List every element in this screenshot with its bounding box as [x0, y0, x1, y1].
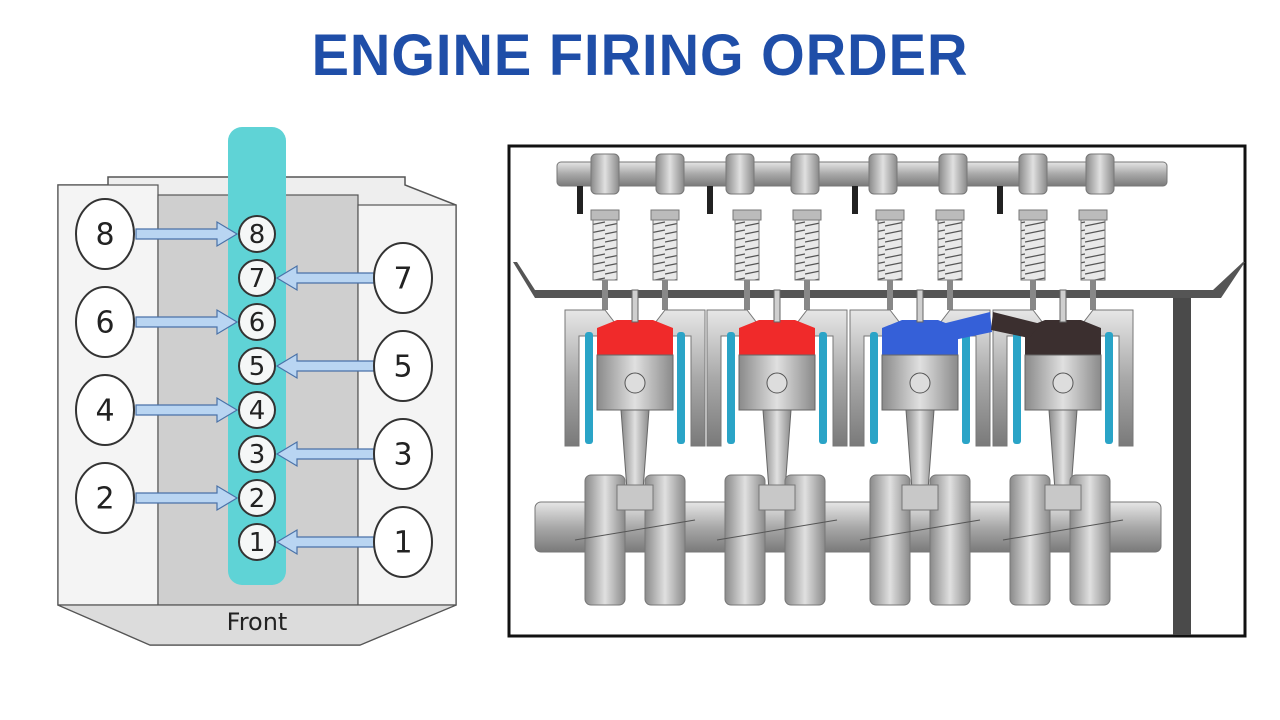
right-bank-label: 5 — [393, 350, 412, 385]
left-bank-label: 6 — [95, 306, 114, 341]
arrow-right-icon — [135, 484, 239, 512]
center-cylinder-label: 3 — [249, 440, 266, 470]
left-bank-group: 8 6 4 2 — [75, 198, 239, 534]
right-bank-label: 3 — [393, 438, 412, 473]
page-title: ENGINE FIRING ORDER — [311, 21, 969, 88]
right-bank-group: 7 5 3 1 — [275, 242, 433, 578]
left-bank-cylinder-8: 8 — [75, 198, 239, 270]
right-bank-cylinder-3: 3 — [275, 418, 433, 490]
piston-icon — [564, 209, 706, 491]
valve-spring-icon — [732, 209, 762, 310]
center-cylinder-label: 4 — [249, 396, 266, 426]
piston-icon — [849, 209, 992, 491]
arrow-right-icon — [135, 396, 239, 424]
arrow-left-icon — [275, 440, 379, 468]
front-label: Front — [227, 608, 288, 636]
arrow-left-icon — [275, 528, 379, 556]
valve-spring-icon — [590, 209, 620, 310]
center-cylinder-7: 7 — [238, 259, 276, 297]
support-post — [1173, 290, 1191, 635]
left-bank-label: 2 — [95, 482, 114, 517]
valve-spring-icon — [650, 209, 680, 310]
piston-icon — [991, 209, 1134, 491]
valve-spring-icon — [935, 209, 965, 310]
center-cylinder-label: 8 — [249, 220, 266, 250]
center-cylinder-3: 3 — [238, 435, 276, 473]
cylinder-layout-diagram: Front 8 7 6 5 4 3 2 1 8 6 4 2 7 5 3 1 — [57, 127, 457, 646]
center-cylinder-group: 8 7 6 5 4 3 2 1 — [238, 215, 276, 561]
piston-icon — [706, 209, 848, 491]
right-bank-label: 7 — [393, 262, 412, 297]
engine-cutaway-illustration — [507, 144, 1247, 638]
block-front-base — [57, 604, 457, 646]
center-cylinder-label: 2 — [249, 484, 266, 514]
right-bank-cylinder-5: 5 — [275, 330, 433, 402]
center-cylinder-4: 4 — [238, 391, 276, 429]
right-bank-cylinder-1: 1 — [275, 506, 433, 578]
valve-spring-icon — [1018, 209, 1048, 310]
arrow-left-icon — [275, 352, 379, 380]
valve-spring-icon — [875, 209, 905, 310]
arrow-right-icon — [135, 308, 239, 336]
center-cylinder-1: 1 — [238, 523, 276, 561]
center-cylinder-5: 5 — [238, 347, 276, 385]
crankshaft-icon — [534, 474, 1162, 606]
left-bank-cylinder-2: 2 — [75, 462, 239, 534]
valve-spring-icon — [792, 209, 822, 310]
center-cylinder-label: 1 — [249, 528, 266, 558]
center-cylinder-label: 6 — [249, 308, 266, 338]
left-bank-cylinder-4: 4 — [75, 374, 239, 446]
arrow-left-icon — [275, 264, 379, 292]
left-bank-label: 4 — [95, 394, 114, 429]
center-cylinder-2: 2 — [238, 479, 276, 517]
valve-spring-icon — [1078, 209, 1108, 310]
left-bank-label: 8 — [95, 218, 114, 253]
center-cylinder-8: 8 — [238, 215, 276, 253]
cylinder-head-plate — [513, 262, 1245, 298]
center-cylinder-label: 7 — [249, 264, 266, 294]
center-cylinder-6: 6 — [238, 303, 276, 341]
right-bank-label: 1 — [393, 526, 412, 561]
left-bank-cylinder-6: 6 — [75, 286, 239, 358]
right-bank-cylinder-7: 7 — [275, 242, 433, 314]
camshaft-icon — [556, 153, 1168, 214]
center-cylinder-label: 5 — [249, 352, 266, 382]
arrow-right-icon — [135, 220, 239, 248]
